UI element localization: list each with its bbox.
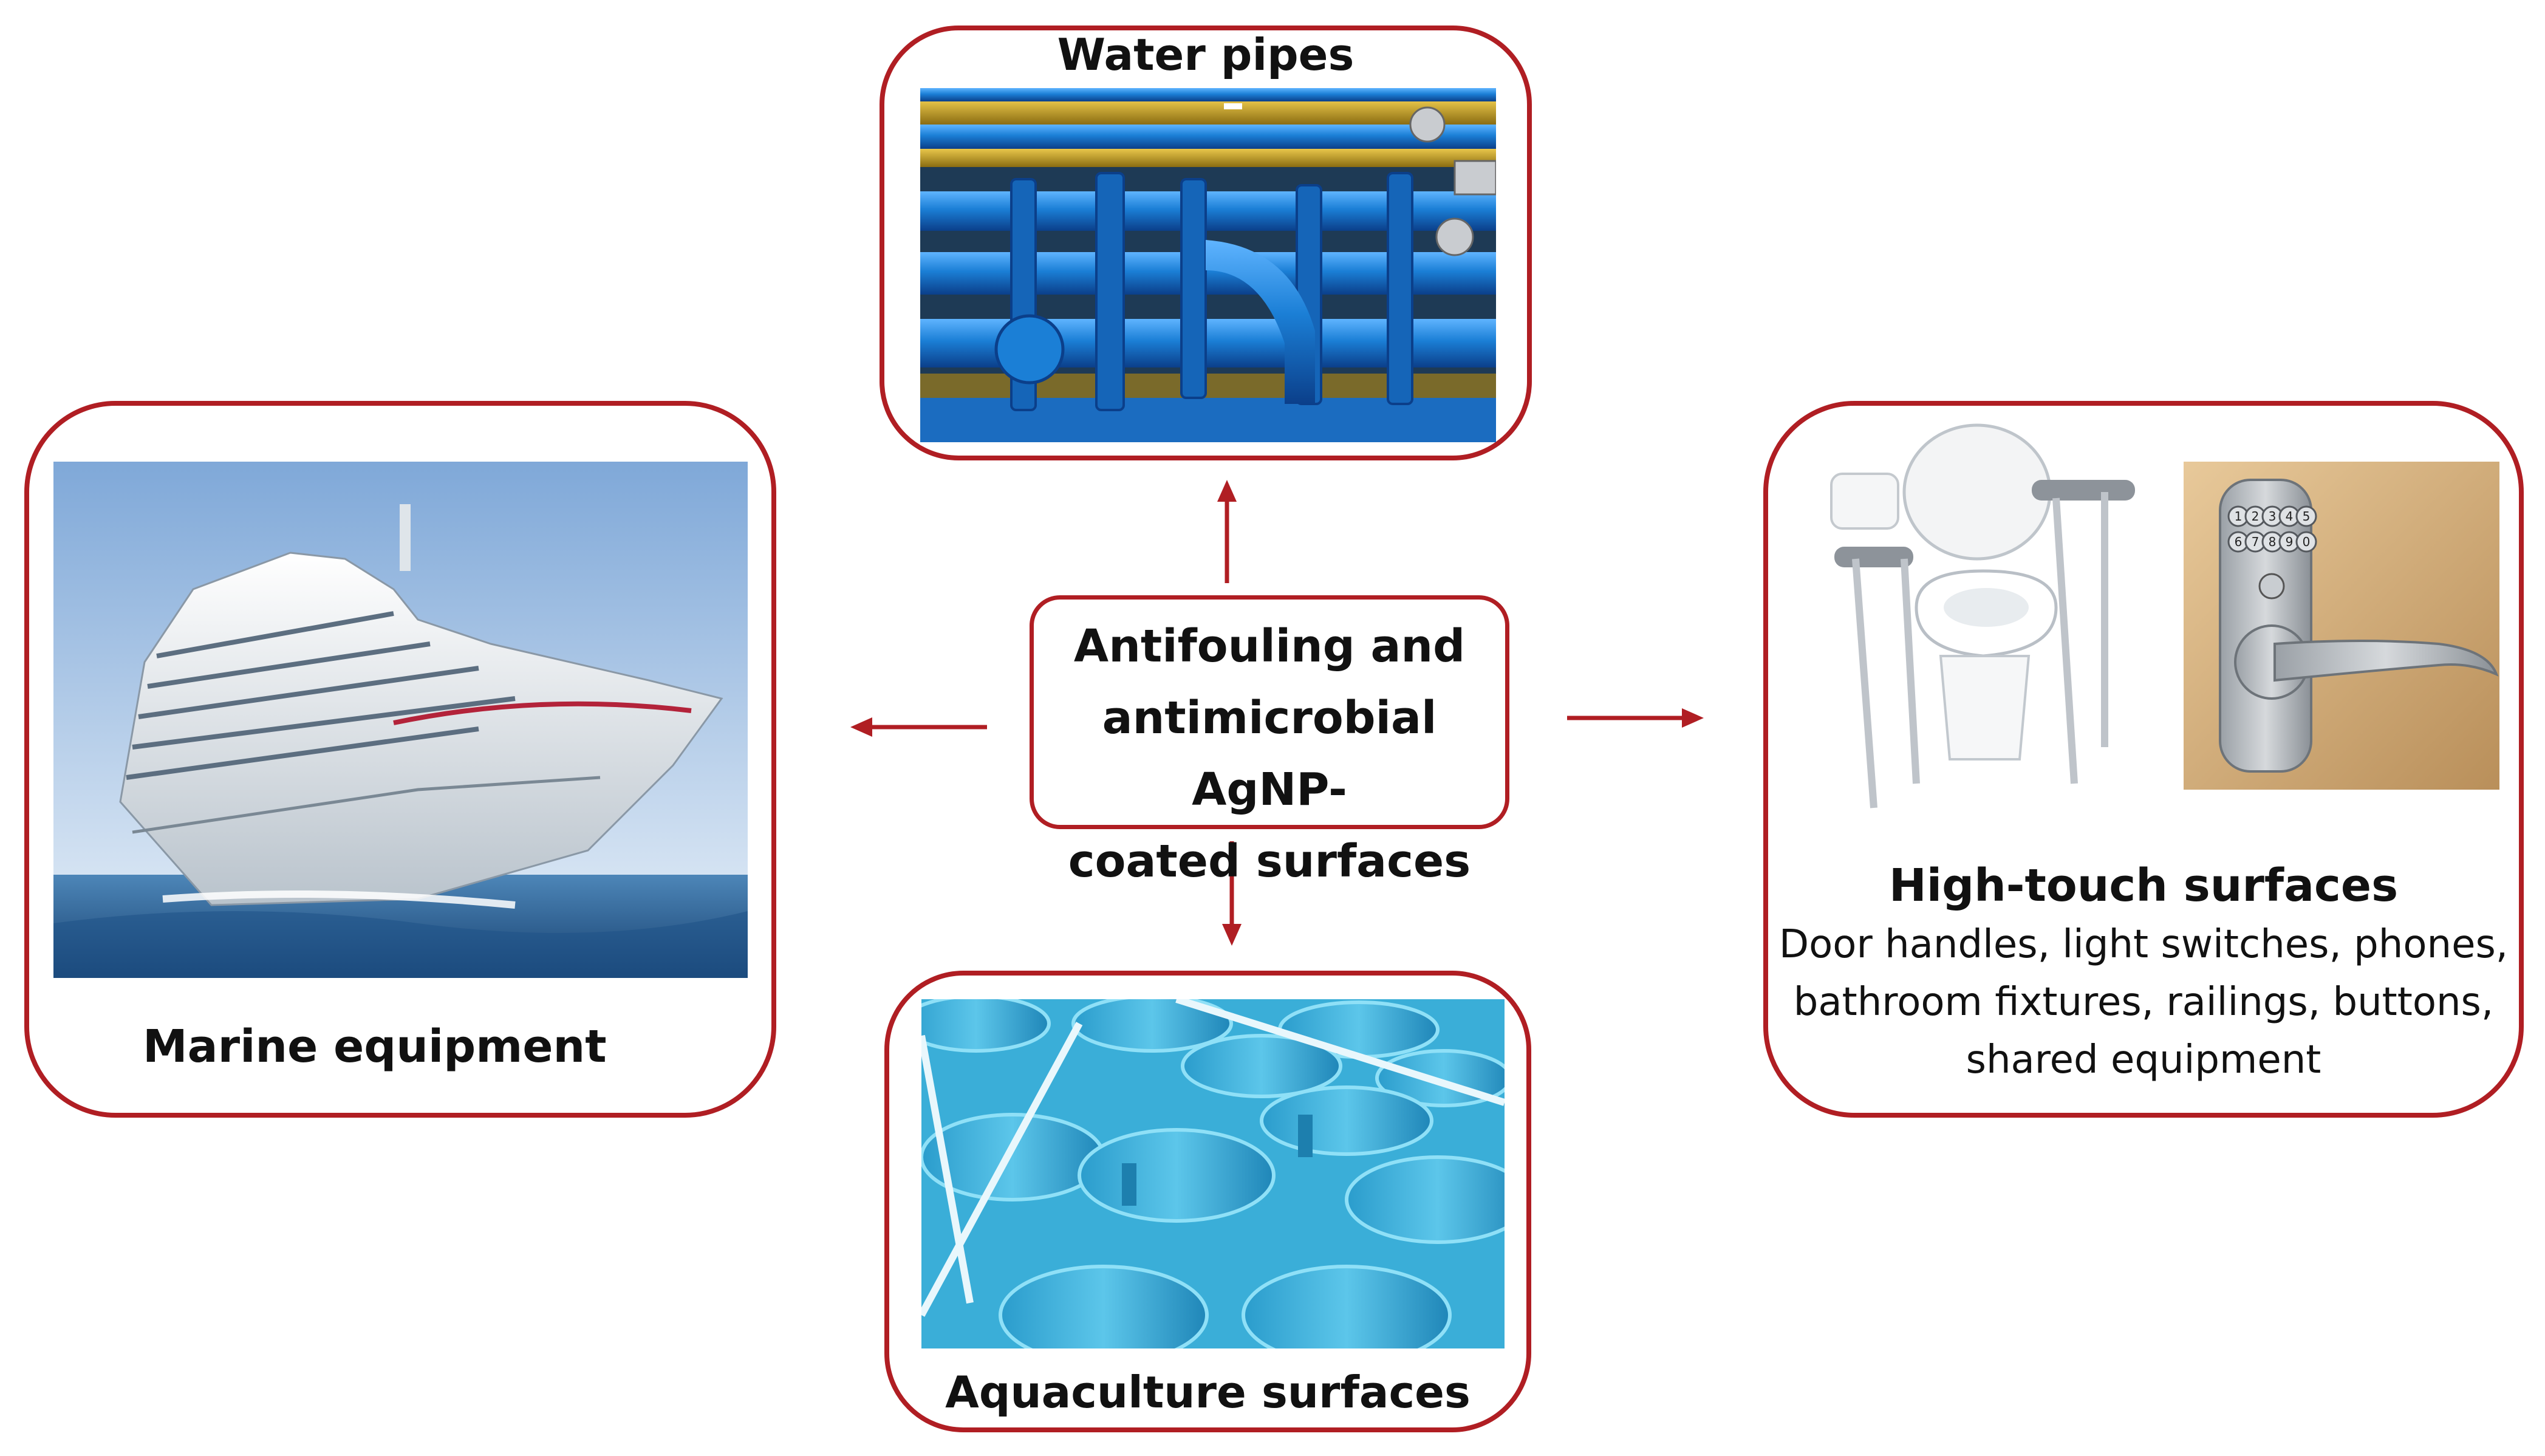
keypad-digit: 7 — [2252, 535, 2260, 549]
center-title: Antifouling and antimicrobial AgNP- coat… — [1034, 610, 1505, 897]
fish-tanks-image — [921, 999, 1505, 1348]
description-line: bathroom fixtures, railings, buttons, — [1793, 980, 2494, 1025]
arrow-down — [1222, 841, 1242, 946]
cruise-ship-image — [53, 462, 748, 978]
keypad-digit: 5 — [2303, 509, 2311, 524]
keypad-digit: 1 — [2235, 509, 2243, 524]
high-touch-description: Door handles, light switches, phones, ba… — [1763, 916, 2524, 1089]
keypad-digit: 2 — [2252, 509, 2260, 524]
marine-equipment-label: Marine equipment — [143, 1020, 607, 1073]
keypad-digit: 9 — [2286, 535, 2294, 549]
arrow-up — [1217, 480, 1237, 583]
water-pipes-label: Water pipes — [1057, 29, 1354, 80]
keypad-digit: 6 — [2235, 535, 2243, 549]
keypad-digit: 3 — [2269, 509, 2277, 524]
toilet-safety-frame-image — [1819, 419, 2147, 832]
high-touch-label: High-touch surfaces — [1888, 860, 2399, 912]
keypad-digit: 8 — [2269, 535, 2277, 549]
keypad-digit: 0 — [2303, 535, 2311, 549]
description-line: shared equipment — [1966, 1037, 2321, 1082]
description-line: Door handles, light switches, phones, — [1778, 922, 2509, 967]
keypad-lock-image: 1 2 3 4 5 6 7 8 9 0 — [2184, 462, 2499, 790]
keypad-digit: 4 — [2286, 509, 2294, 524]
center-line: antimicrobial AgNP- — [1102, 692, 1437, 816]
center-line: Antifouling and — [1073, 620, 1466, 672]
center-concept-box: Antifouling and antimicrobial AgNP- coat… — [1030, 595, 1509, 887]
pipes-image — [920, 88, 1496, 442]
arrow-left — [850, 717, 987, 737]
arrow-right — [1567, 708, 1704, 728]
center-line: coated surfaces — [1068, 835, 1471, 887]
aquaculture-label: Aquaculture surfaces — [945, 1367, 1471, 1418]
